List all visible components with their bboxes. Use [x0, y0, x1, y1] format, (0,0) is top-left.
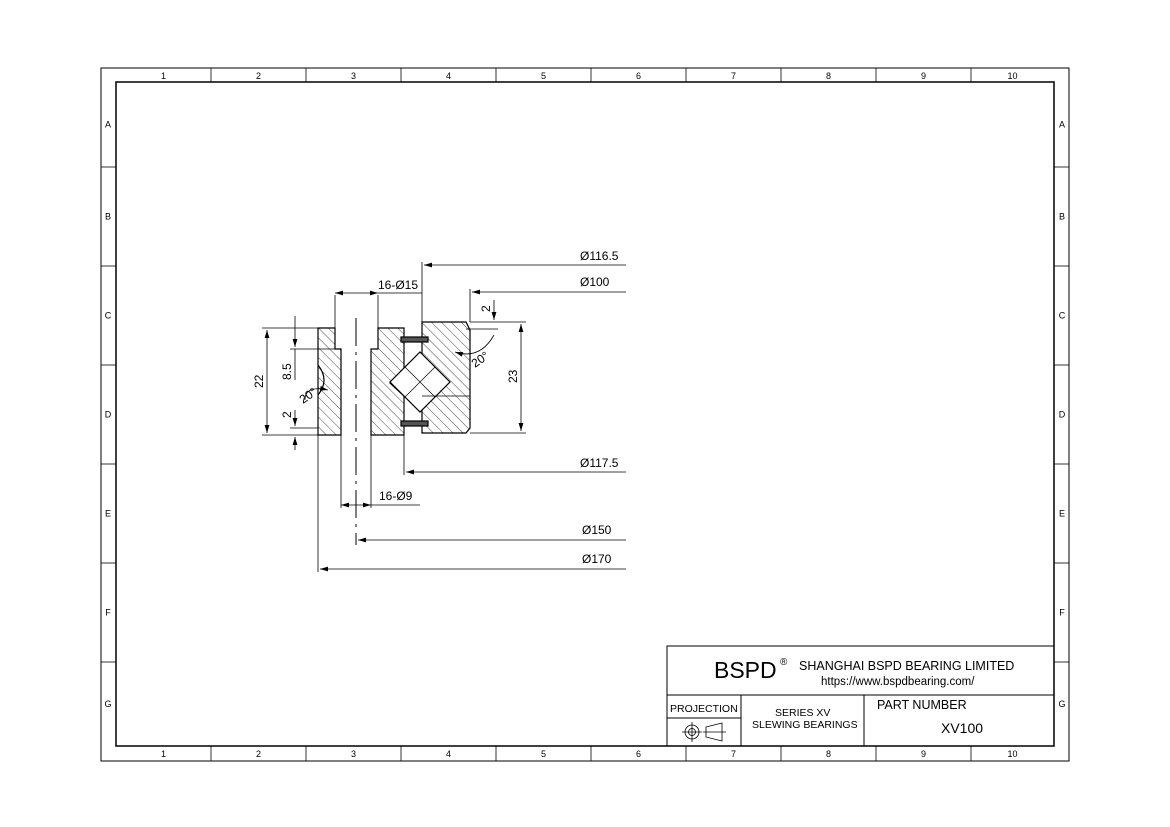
column-label: 4 [446, 71, 451, 81]
dim-height-inner: 23 [506, 369, 520, 383]
seal-top [400, 336, 429, 343]
row-label: D [105, 410, 112, 420]
row-label: G [104, 699, 111, 709]
column-label: 3 [351, 71, 356, 81]
dim-counterbore: 16-Ø15 [378, 278, 418, 292]
dim-d100: Ø100 [580, 275, 610, 289]
column-label: 2 [256, 71, 261, 81]
column-label: 8 [826, 749, 831, 759]
dim-d117-5: Ø117.5 [580, 456, 619, 470]
part-number-label: PART NUMBER [877, 698, 967, 712]
dim-height-outer: 22 [252, 374, 266, 388]
column-label: 6 [636, 71, 641, 81]
row-label: E [105, 509, 111, 519]
column-label: 7 [731, 749, 736, 759]
dimension-lines [262, 262, 626, 572]
zone-grid [101, 68, 1069, 761]
row-label: A [1059, 120, 1065, 130]
dim-chamfer-right: 2 [479, 305, 493, 312]
row-label: D [1059, 410, 1066, 420]
dim-holes: 16-Ø9 [379, 489, 413, 503]
column-label: 4 [446, 749, 451, 759]
sheet-frame [100, 67, 1070, 762]
column-label: 6 [636, 749, 641, 759]
dim-d170: Ø170 [582, 552, 612, 566]
row-label: E [1059, 509, 1065, 519]
column-label: 1 [161, 749, 166, 759]
product-label: SLEWING BEARINGS [752, 719, 858, 731]
row-label: G [1058, 699, 1065, 709]
company-url: https://www.bspdbearing.com/ [821, 676, 975, 688]
projection-symbol-icon [682, 722, 726, 742]
dim-d150: Ø150 [582, 523, 612, 537]
company-name: SHANGHAI BSPD BEARING LIMITED [799, 659, 1014, 673]
row-label: B [105, 212, 111, 222]
column-label: 9 [921, 71, 926, 81]
row-label: C [105, 311, 112, 321]
dim-d116-5: Ø116.5 [580, 249, 619, 263]
column-label: 5 [541, 71, 546, 81]
column-label: 3 [351, 749, 356, 759]
company-logo: BSPD [714, 657, 777, 683]
projection-label: PROJECTION [670, 703, 738, 715]
row-label: C [1059, 311, 1066, 321]
row-label: A [105, 120, 111, 130]
dim-angle-right: 20° [469, 348, 492, 370]
bearing-section [317, 262, 471, 572]
column-label: 7 [731, 71, 736, 81]
row-label: F [105, 608, 111, 618]
row-label: B [1059, 212, 1065, 222]
dim-counterbore-depth: 8.5 [280, 363, 294, 380]
part-number: XV100 [941, 720, 983, 736]
seal-bottom [400, 420, 429, 427]
column-label: 8 [826, 71, 831, 81]
dim-angle-left: 20° [297, 384, 320, 406]
dim-chamfer-left: 2 [280, 411, 294, 418]
column-label: 9 [921, 749, 926, 759]
column-label: 2 [256, 749, 261, 759]
column-label: 10 [1007, 749, 1017, 759]
registered-mark: ® [780, 657, 788, 668]
outer-ring-left [317, 327, 342, 436]
series-label: SERIES XV [775, 707, 830, 719]
title-block: BSPD ® SHANGHAI BSPD BEARING LIMITED htt… [666, 645, 1055, 747]
row-label: F [1059, 608, 1065, 618]
column-label: 10 [1007, 71, 1017, 81]
column-label: 1 [161, 71, 166, 81]
column-label: 5 [541, 749, 546, 759]
